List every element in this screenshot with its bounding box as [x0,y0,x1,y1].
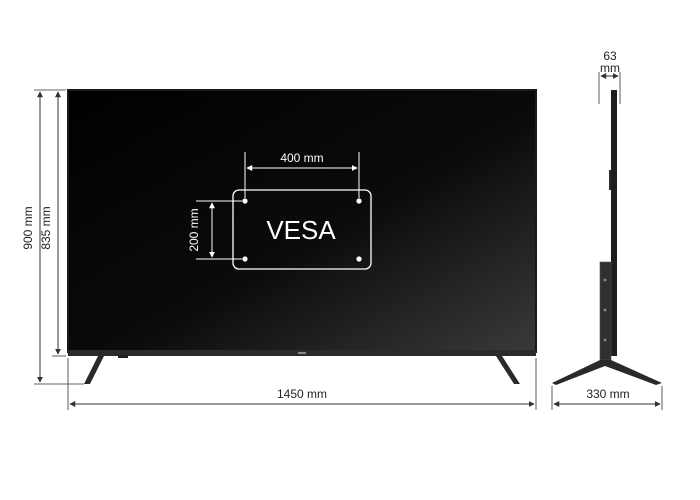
vesa-hole-bottom-left [242,256,248,262]
vesa-plate-outline [232,189,372,270]
width-label: 1450 mm [277,387,327,401]
tv-side-stand-base [552,360,662,385]
tv-side-back-bulge [609,170,611,190]
tv-right-leg [496,356,520,384]
vesa-vertical-label: 200 mm [187,208,201,251]
width-dimension: 1450 mm [67,358,537,410]
vesa-label: VESA [266,215,336,245]
tv-ir-sensor [118,355,128,358]
tv-screen [67,89,537,353]
stand-depth-label: 330 mm [586,387,629,401]
vesa-hole-top-left [242,198,248,204]
panel-height-label: 835 mm [39,206,53,249]
tv-logo [298,352,306,354]
vesa-horizontal-label: 400 mm [280,151,323,165]
tv-side-panel [611,90,617,356]
vesa-overlay: 400 mm 200 mm VESA [187,151,372,270]
vesa-hole-bottom-right [356,256,362,262]
total-height-label: 900 mm [21,206,35,249]
depth-unit: mm [600,61,620,75]
tv-front-view [67,89,537,384]
tv-left-leg [84,356,104,384]
vesa-hole-top-right [356,198,362,204]
height-dimensions: 900 mm 835 mm [21,89,84,385]
depth-label: 63 [603,49,617,63]
tv-side-view: 63 mm 330 mm [551,49,663,410]
